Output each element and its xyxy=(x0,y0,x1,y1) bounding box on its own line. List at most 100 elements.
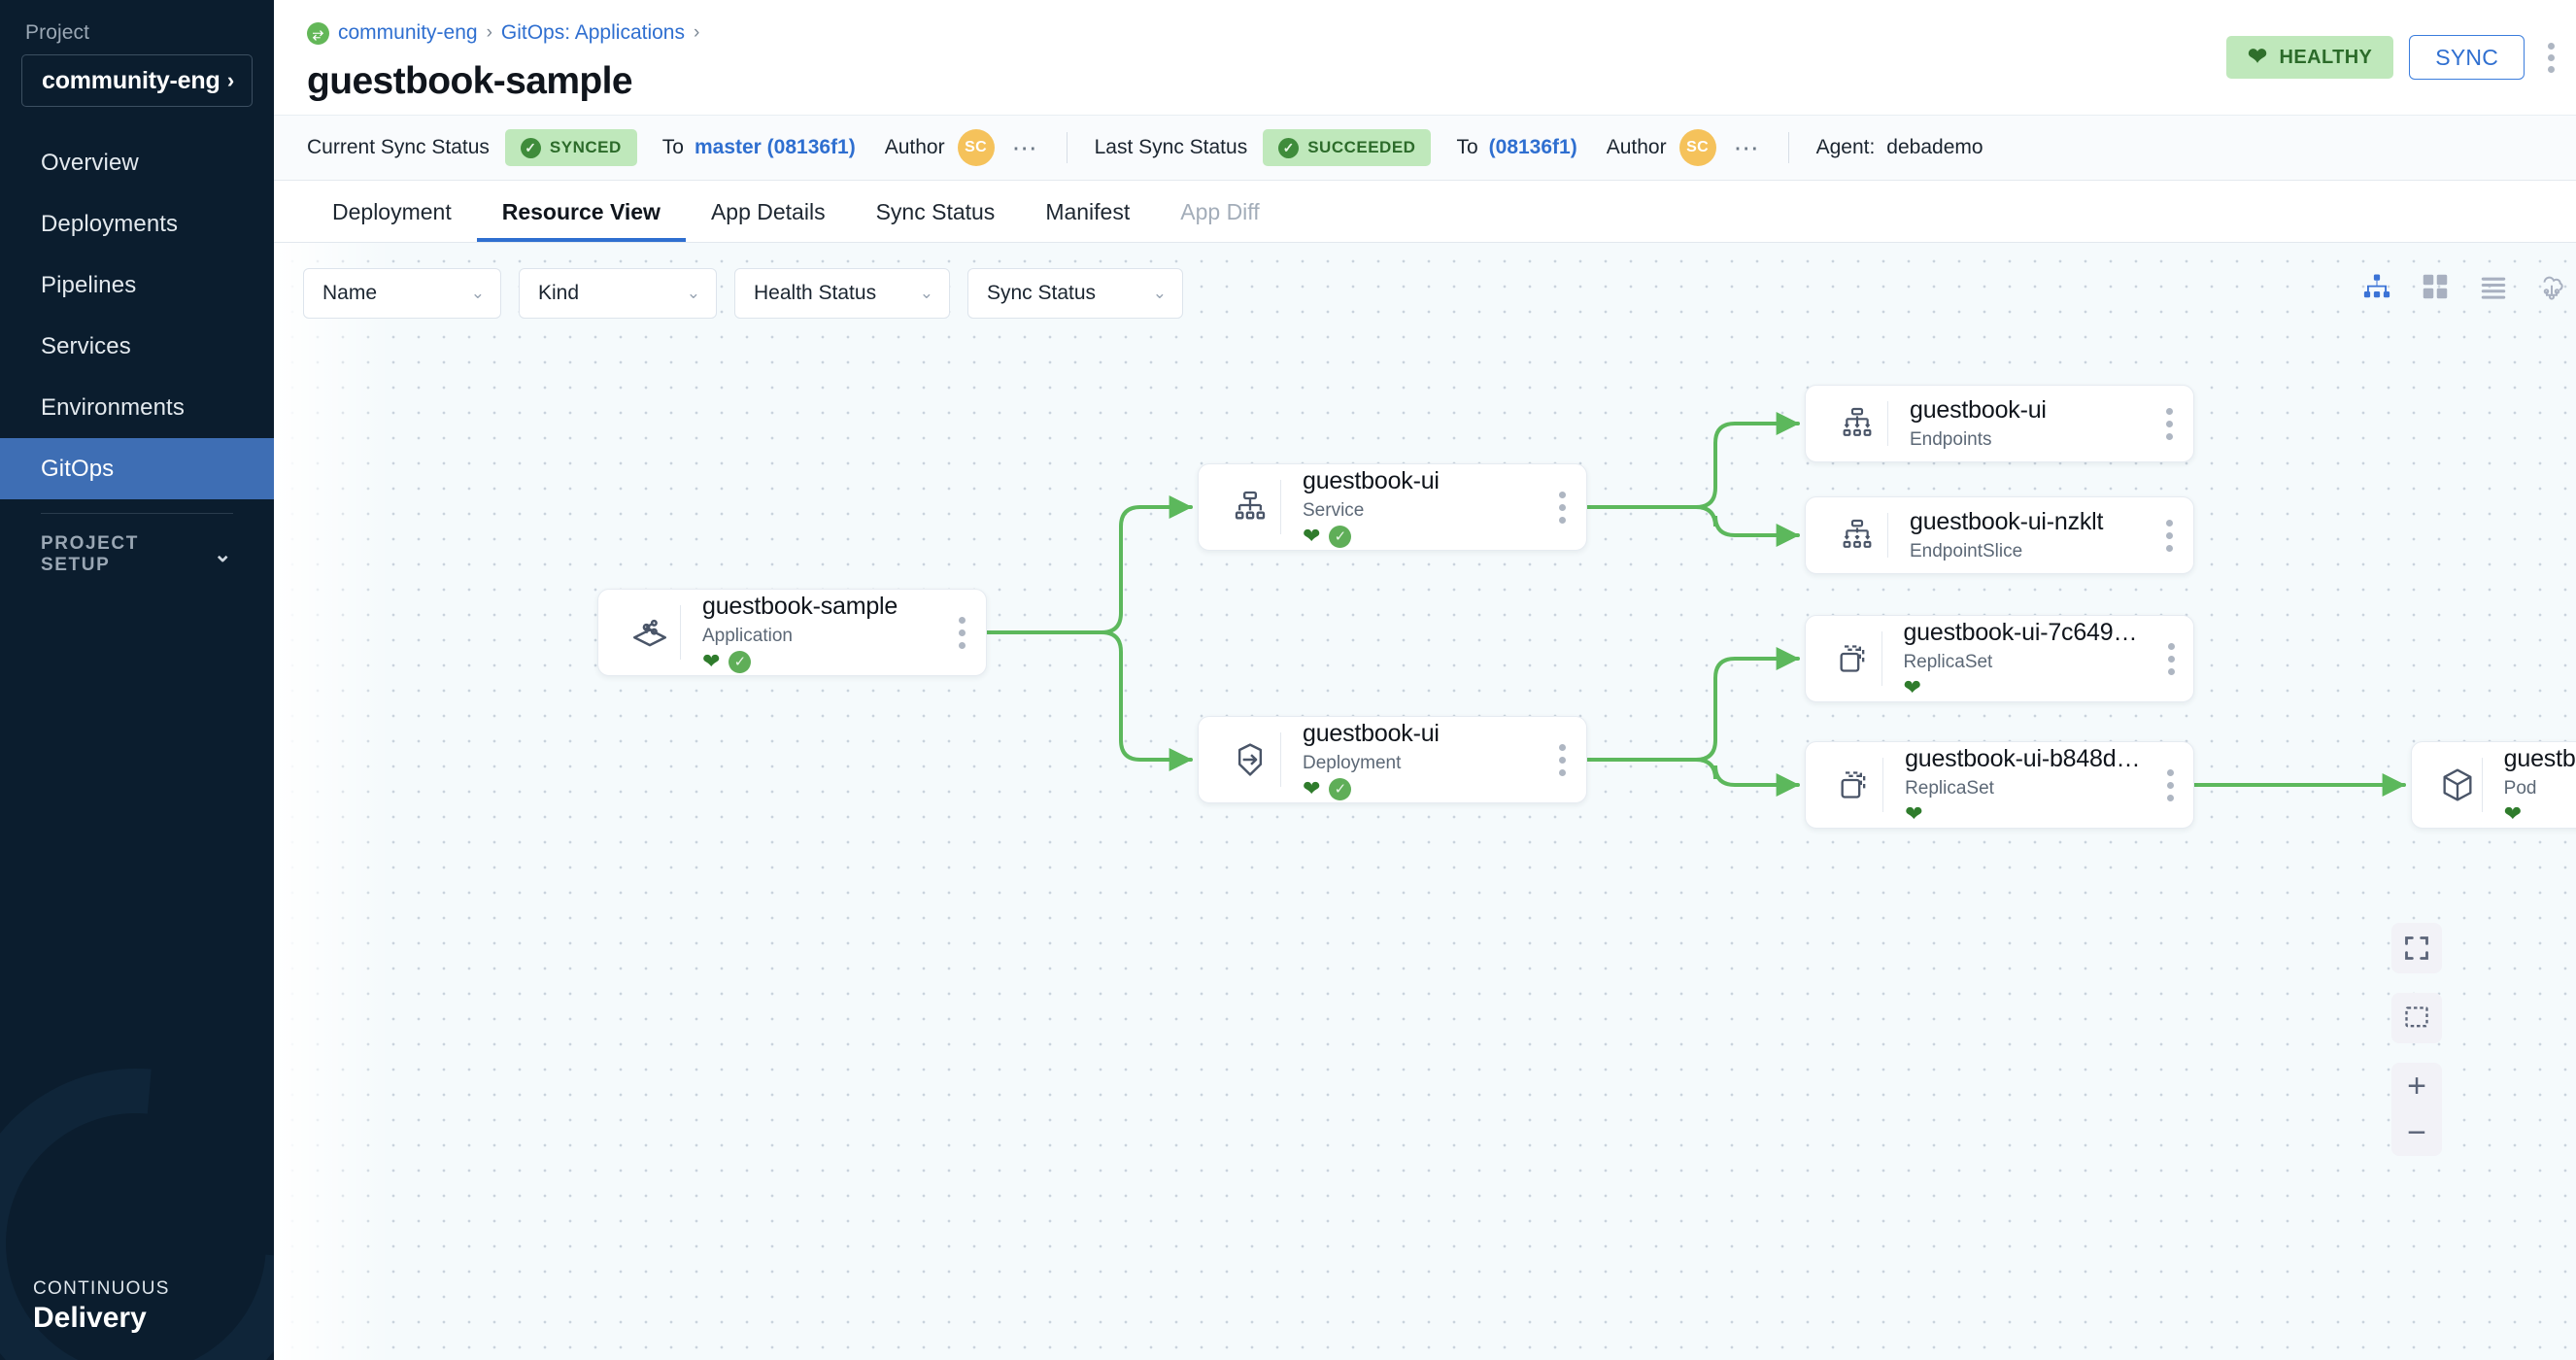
sidebar-divider xyxy=(41,513,233,514)
breadcrumb-link-applications[interactable]: GitOps: Applications xyxy=(500,21,685,44)
last-sync-status-label: Last Sync Status xyxy=(1094,136,1248,158)
network-view-icon[interactable] xyxy=(2535,270,2568,303)
graph-node-kind: ReplicaSet xyxy=(1905,778,1994,799)
breadcrumb: ⥂ community-eng › GitOps: Applications › xyxy=(307,21,2576,45)
tab-manifest[interactable]: Manifest xyxy=(1045,198,1131,224)
heart-icon: ❤ xyxy=(1303,524,1321,548)
graph-node-name: guestbook-ui xyxy=(1910,396,2047,424)
filter-health-status-label: Health Status xyxy=(754,282,877,304)
view-toggle-group xyxy=(2360,270,2568,303)
last-sync-status-value: SUCCEEDED xyxy=(1307,138,1416,156)
chevron-right-icon: › xyxy=(226,68,234,92)
sidebar-item-environments[interactable]: Environments xyxy=(0,377,274,438)
zoom-in-out-group: + − xyxy=(2391,1063,2442,1156)
select-area-icon[interactable] xyxy=(2391,993,2442,1043)
sidebar-item-pipelines[interactable]: Pipelines xyxy=(0,255,274,316)
heart-icon: ❤ xyxy=(1303,776,1321,800)
main-content: ⥂ community-eng › GitOps: Applications ›… xyxy=(274,0,2576,1360)
graph-node-menu-button[interactable] xyxy=(937,616,986,649)
replicaset-icon xyxy=(1827,639,1881,678)
tab-app-details[interactable]: App Details xyxy=(710,198,826,224)
canvas-zoom-controls: + − xyxy=(2391,923,2442,1156)
divider xyxy=(1280,732,1281,787)
sidebar-item-deployments[interactable]: Deployments xyxy=(0,193,274,255)
check-circle-icon: ✓ xyxy=(729,650,752,673)
avatar[interactable]: SC xyxy=(1678,129,1716,166)
last-sync-author-label: Author xyxy=(1606,136,1667,158)
heart-icon: ❤ xyxy=(1905,801,1923,826)
divider xyxy=(1066,132,1068,163)
filter-sync-status-label: Sync Status xyxy=(987,282,1097,304)
sidebar-item-gitops[interactable]: GitOps xyxy=(0,438,274,499)
application-icon xyxy=(620,612,680,653)
current-sync-more-button[interactable]: ⋯ xyxy=(1011,133,1039,162)
sidebar-project-setup[interactable]: PROJECT SETUP ⌄ xyxy=(0,533,274,575)
list-view-icon[interactable] xyxy=(2477,270,2510,303)
deployment-icon xyxy=(1220,739,1280,780)
graph-node-name: guestbook-sample xyxy=(702,592,898,620)
divider xyxy=(1280,480,1281,534)
filter-name[interactable]: Name ⌄ xyxy=(303,268,501,319)
chevron-down-icon: ⌄ xyxy=(470,284,485,302)
sidebar-item-label: Services xyxy=(41,332,131,359)
chevron-down-icon: ⌄ xyxy=(919,284,933,302)
graph-node-endpoints[interactable]: guestbook-ui Endpoints xyxy=(1805,385,2194,462)
fit-screen-icon[interactable] xyxy=(2391,923,2442,973)
sidebar-item-label: Environments xyxy=(41,393,185,421)
graph-node-body: guestbook-ui Endpoints xyxy=(1888,396,2145,451)
graph-node-menu-button[interactable] xyxy=(1538,743,1586,776)
graph-node-status: ❤ xyxy=(1903,677,2150,698)
project-selector[interactable]: community-eng › xyxy=(21,54,253,107)
graph-node-menu-button[interactable] xyxy=(2150,642,2193,675)
chevron-down-icon: ⌄ xyxy=(213,542,233,566)
graph-node-kind: EndpointSlice xyxy=(1910,541,2023,561)
filter-sync-status[interactable]: Sync Status ⌄ xyxy=(967,268,1183,319)
sidebar-item-services[interactable]: Services xyxy=(0,316,274,377)
tab-app-diff: App Diff xyxy=(1180,198,1260,224)
graph-node-replicaset-2[interactable]: guestbook-ui-b848d5d9d ReplicaSet ❤ xyxy=(1805,741,2194,829)
zoom-out-icon[interactable]: − xyxy=(2407,1114,2426,1151)
filter-health-status[interactable]: Health Status ⌄ xyxy=(734,268,950,319)
last-sync-more-button[interactable]: ⋯ xyxy=(1733,133,1761,162)
sync-button[interactable]: SYNC xyxy=(2409,35,2525,80)
tab-resource-view[interactable]: Resource View xyxy=(476,182,687,242)
graph-node-status: ❤ ✓ xyxy=(1303,524,1538,548)
graph-node-menu-button[interactable] xyxy=(2145,519,2193,552)
tab-sync-status[interactable]: Sync Status xyxy=(875,198,996,224)
graph-node-menu-button[interactable] xyxy=(1538,491,1586,524)
graph-node-pod[interactable]: guestbook-ui-b848d5d9... Pod ❤ xyxy=(2411,741,2576,829)
last-sync-revision-link[interactable]: (08136f1) xyxy=(1488,136,1577,158)
harness-logo-icon: ⥂ xyxy=(307,21,329,45)
graph-node-replicaset-1[interactable]: guestbook-ui-7c64987dc9 ReplicaSet ❤ xyxy=(1805,615,2194,702)
divider xyxy=(1881,631,1882,686)
pod-icon xyxy=(2433,765,2482,804)
graph-node-deployment[interactable]: guestbook-ui Deployment ❤ ✓ xyxy=(1198,716,1587,803)
graph-node-menu-button[interactable] xyxy=(2145,407,2193,440)
header-overflow-menu-button[interactable] xyxy=(2540,37,2562,79)
divider xyxy=(1787,132,1789,163)
grid-view-icon[interactable] xyxy=(2419,270,2452,303)
chevron-down-icon: ⌄ xyxy=(686,284,700,302)
sidebar-nav: Overview Deployments Pipelines Services … xyxy=(0,132,274,499)
avatar[interactable]: SC xyxy=(957,129,995,166)
sidebar-item-label: Deployments xyxy=(41,210,179,237)
breadcrumb-link-project[interactable]: community-eng xyxy=(338,21,478,44)
graph-node-body: guestbook-ui-7c64987dc9 ReplicaSet ❤ xyxy=(1881,619,2150,698)
graph-node-status: ❤ xyxy=(1905,803,2149,825)
resource-graph-canvas[interactable]: Name ⌄ Kind ⌄ Health Status ⌄ Sync Statu… xyxy=(274,243,2576,1360)
graph-node-application[interactable]: guestbook-sample Application ❤ ✓ xyxy=(597,589,987,676)
graph-node-menu-button[interactable] xyxy=(2149,768,2193,801)
tab-deployment[interactable]: Deployment xyxy=(332,198,452,224)
zoom-in-icon[interactable]: + xyxy=(2407,1068,2426,1105)
top-bar: ⥂ community-eng › GitOps: Applications ›… xyxy=(274,0,2576,181)
sidebar-item-overview[interactable]: Overview xyxy=(0,132,274,193)
filter-kind[interactable]: Kind ⌄ xyxy=(519,268,717,319)
graph-node-endpointslice[interactable]: guestbook-ui-nzklt EndpointSlice xyxy=(1805,496,2194,574)
graph-node-service[interactable]: guestbook-ui Service ❤ ✓ xyxy=(1198,463,1587,551)
graph-node-body: guestbook-ui-nzklt EndpointSlice xyxy=(1888,508,2145,562)
last-sync-status-chip: ✓ SUCCEEDED xyxy=(1263,129,1432,166)
current-sync-revision-link[interactable]: master (08136f1) xyxy=(694,136,856,158)
hierarchy-view-icon[interactable] xyxy=(2360,270,2393,303)
sidebar-item-label: GitOps xyxy=(41,455,115,482)
